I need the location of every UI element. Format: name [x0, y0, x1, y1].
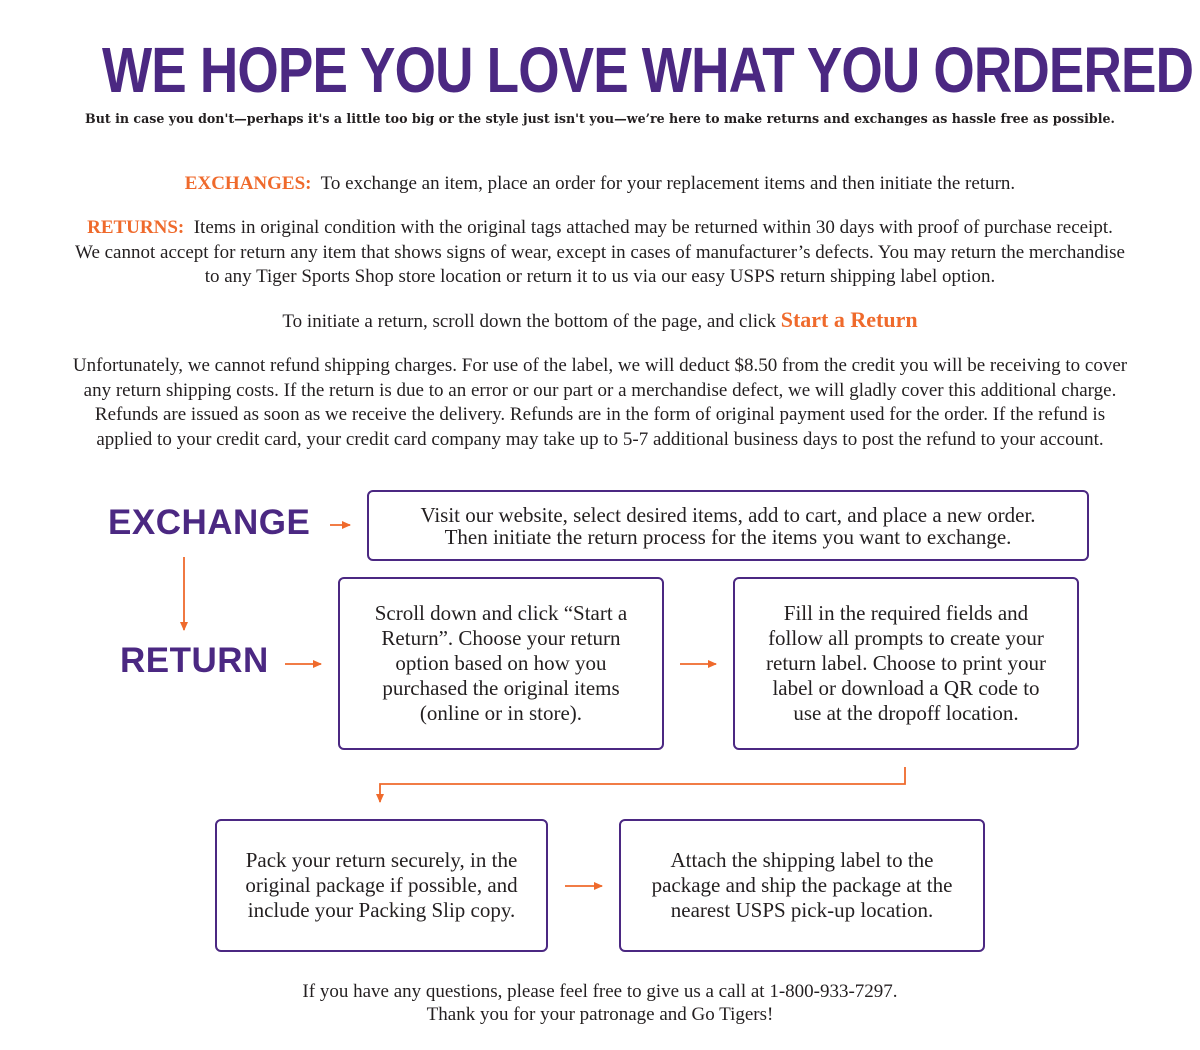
refunds-paragraph: Unfortunately, we cannot refund shipping…	[20, 354, 1180, 452]
step3-line-1: Pack your return securely, in the	[245, 848, 518, 872]
step2-line-5: use at the dropoff location.	[793, 701, 1019, 725]
step2-line-4: label or download a QR code to	[772, 676, 1040, 700]
step2-line-3: return label. Choose to print your	[766, 651, 1046, 675]
initiate-text: To initiate a return, scroll down the bo…	[282, 311, 776, 332]
return-step-4-box: Attach the shipping label to the package…	[619, 819, 985, 952]
step3-line-2: original package if possible, and	[245, 873, 518, 897]
refunds-line-1: Unfortunately, we cannot refund shipping…	[72, 355, 1128, 376]
refunds-line-2: any return shipping costs. If the return…	[83, 379, 1117, 401]
refunds-line-3: Refunds are issued as soon as we receive…	[94, 404, 1106, 425]
returns-line-1: Items in original condition with the ori…	[193, 217, 1113, 238]
refunds-line-4: applied to your credit card, your credit…	[96, 428, 1104, 450]
step1-line-3: option based on how you	[395, 651, 607, 675]
page-headline: WE HOPE YOU LOVE WHAT YOU ORDERED	[102, 34, 1194, 106]
returns-label: RETURNS:	[87, 217, 185, 238]
return-step-1-box: Scroll down and click “Start a Return”. …	[338, 577, 664, 750]
footer-line-2: Thank you for your patronage and Go Tige…	[426, 1004, 774, 1025]
step2-line-1: Fill in the required fields and	[783, 601, 1029, 625]
step1-line-2: Return”. Choose your return	[381, 626, 621, 650]
returns-line-3: to any Tiger Sports Shop store location …	[204, 266, 996, 287]
footer-line-1: If you have any questions, please feel f…	[302, 981, 898, 1002]
initiate-paragraph: To initiate a return, scroll down the bo…	[20, 307, 1180, 335]
exchanges-label: EXCHANGES:	[184, 173, 312, 194]
exchanges-text: To exchange an item, place an order for …	[320, 173, 1016, 194]
exchange-step-line-1: Visit our website, select desired items,…	[420, 502, 1036, 527]
step1-line-5: (online or in store).	[419, 701, 583, 725]
return-step-2-box: Fill in the required fields and follow a…	[733, 577, 1079, 750]
page-subhead: But in case you don't—perhaps it's a lit…	[85, 112, 1115, 127]
return-step-3-box: Pack your return securely, in the origin…	[215, 819, 548, 952]
return-label: RETURN	[120, 641, 269, 680]
step2-line-2: follow all prompts to create your	[768, 626, 1044, 650]
arrow-step2-to-step3	[376, 767, 906, 803]
step3-line-3: include your Packing Slip copy.	[247, 898, 516, 922]
returns-paragraph: RETURNS: Items in original condition wit…	[20, 216, 1180, 290]
step1-line-1: Scroll down and click “Start a	[374, 601, 628, 625]
exchange-step-line-2: Then initiate the return process for the…	[444, 524, 1012, 549]
step4-line-2: package and ship the package at the	[651, 873, 953, 897]
exchange-label: EXCHANGE	[108, 503, 311, 542]
exchange-step-box: Visit our website, select desired items,…	[367, 490, 1089, 561]
step1-line-4: purchased the original items	[382, 676, 620, 700]
returns-line-2: We cannot accept for return any item tha…	[75, 241, 1125, 263]
exchanges-paragraph: EXCHANGES: To exchange an item, place an…	[20, 172, 1180, 197]
step4-line-3: nearest USPS pick-up location.	[670, 898, 934, 922]
step4-line-1: Attach the shipping label to the	[670, 848, 934, 872]
footer: If you have any questions, please feel f…	[0, 980, 1200, 1026]
start-a-return-link[interactable]: Start a Return	[780, 307, 918, 332]
